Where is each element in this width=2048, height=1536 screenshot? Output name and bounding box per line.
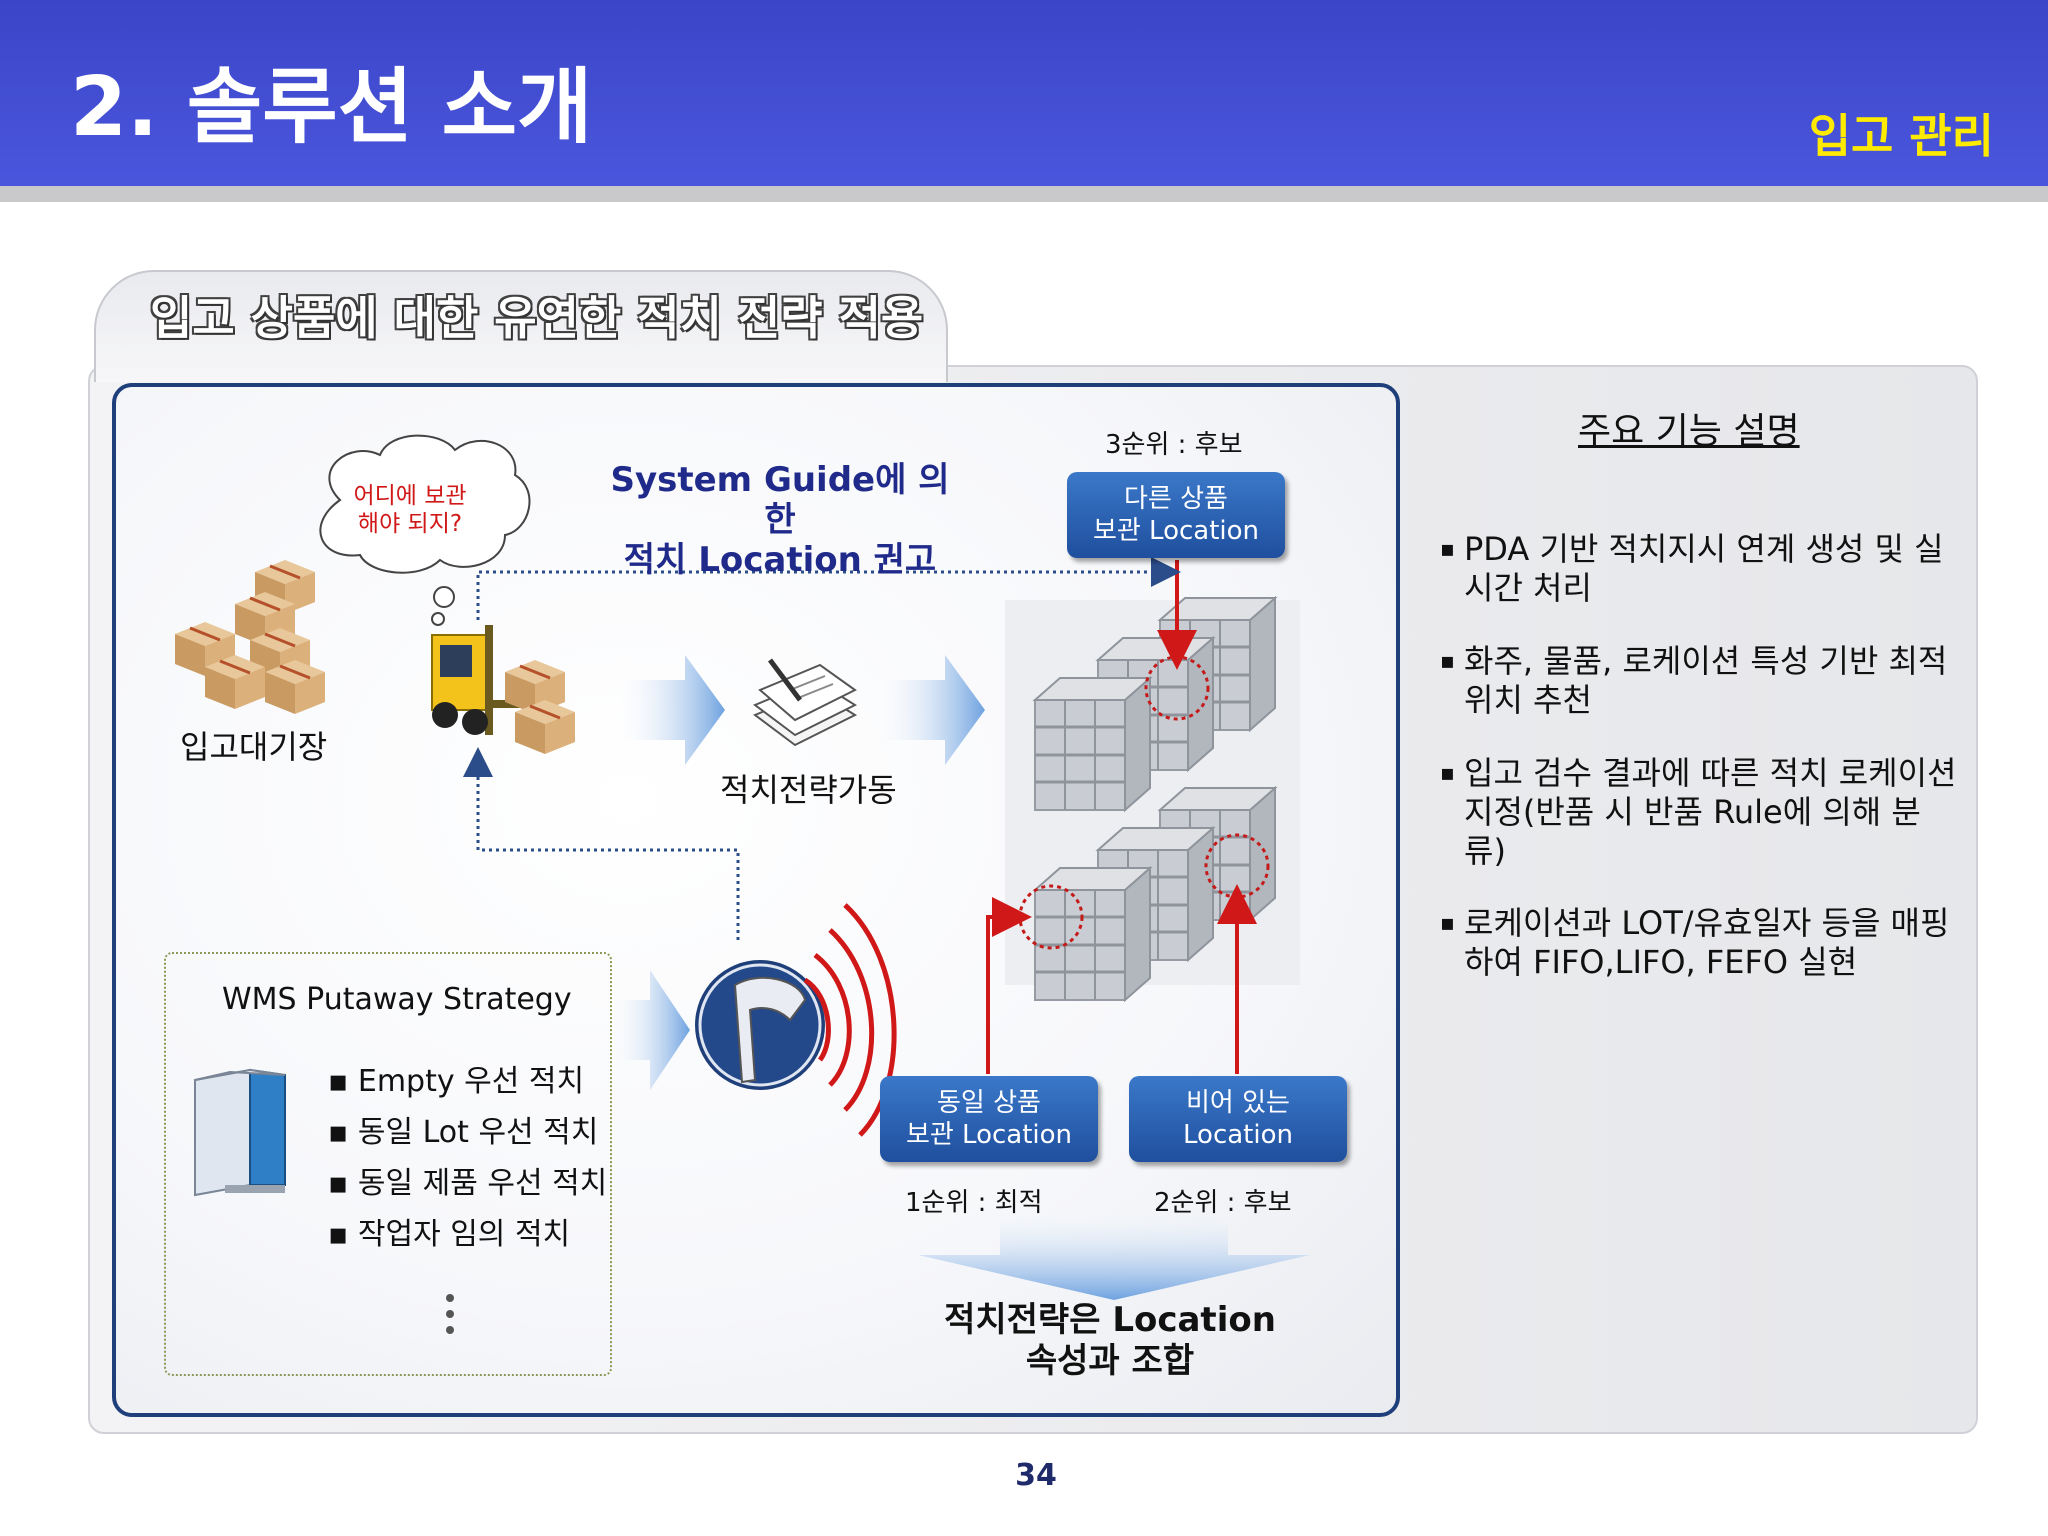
empty-location-box: 비어 있는 Location xyxy=(1129,1076,1347,1162)
system-guide-text: System Guide에 의한 적치 Location 권고 xyxy=(610,460,950,580)
other-product-location-box: 다른 상품 보관 Location xyxy=(1067,472,1285,558)
box-pile-icon xyxy=(173,558,327,716)
arrow-rank1 xyxy=(986,897,1032,1074)
more-dot-1 xyxy=(446,1294,454,1302)
rank3-label: 3순위 : 후보 xyxy=(1105,430,1243,460)
same-product-location-box: 동일 상품 보관 Location xyxy=(880,1076,1098,1162)
more-dot-2 xyxy=(446,1310,454,1318)
features-heading: 주요 기능 설명 xyxy=(1578,411,1800,452)
barcode-scanner-icon xyxy=(695,903,897,1137)
bubble-question: 어디에 보관 해야 되지? xyxy=(353,483,467,537)
rank1-label: 1순위 : 최적 xyxy=(905,1188,1043,1218)
header-bar xyxy=(0,0,2048,186)
feature-item: ▪로케이션과 LOT/유효일자 등을 매핑하여 FIFO,LIFO, FEFO … xyxy=(1440,904,1950,981)
page-number: 34 xyxy=(1015,1458,1057,1493)
result-down-arrow xyxy=(918,1205,1310,1300)
result-text: 적치전략은 Location 속성과 조합 xyxy=(944,1300,1276,1381)
wms-item: ▪ Empty 우선 적치 xyxy=(328,1064,585,1099)
panel-tab xyxy=(94,270,948,382)
wms-strategy-box xyxy=(164,952,612,1376)
scanner-connector xyxy=(463,747,740,940)
wms-item: ▪ 동일 Lot 우선 적치 xyxy=(328,1115,599,1150)
feature-item: ▪화주, 물품, 로케이션 특성 기반 최적 위치 추천 xyxy=(1440,642,1948,719)
server-icon xyxy=(194,1068,286,1197)
more-dot-3 xyxy=(446,1326,454,1334)
guide-connector xyxy=(476,557,1181,620)
section-label: 입고 관리 xyxy=(1808,109,1994,163)
rank2-label: 2순위 : 후보 xyxy=(1154,1188,1292,1218)
flow-arrow-1 xyxy=(615,655,725,765)
thought-bubble-icon xyxy=(319,434,531,626)
forklift-icon xyxy=(431,625,577,756)
flow-arrow-3 xyxy=(610,970,690,1090)
feature-item: ▪입고 검수 결과에 따른 적치 로케이션 지정(반품 시 반품 Rule에 의… xyxy=(1440,754,1957,870)
wms-title: WMS Putaway Strategy xyxy=(222,982,572,1017)
wms-item: ▪ 동일 제품 우선 적치 xyxy=(328,1166,608,1201)
header-divider xyxy=(0,186,2048,202)
feature-item: ▪PDA 기반 적치지시 연계 생성 및 실시간 처리 xyxy=(1440,530,1944,607)
page-title: 2. 솔루션 소개 xyxy=(70,60,593,155)
panel-tab-title: 입고 상품에 대한 유연한 적치 전략 적용 xyxy=(150,291,924,345)
document-pen-icon xyxy=(753,658,858,747)
wms-item: ▪ 작업자 임의 적치 xyxy=(328,1217,571,1252)
waiting-area-label: 입고대기장 xyxy=(180,728,328,766)
strategy-label: 적치전략가동 xyxy=(720,771,897,809)
flow-arrow-2 xyxy=(875,655,985,765)
